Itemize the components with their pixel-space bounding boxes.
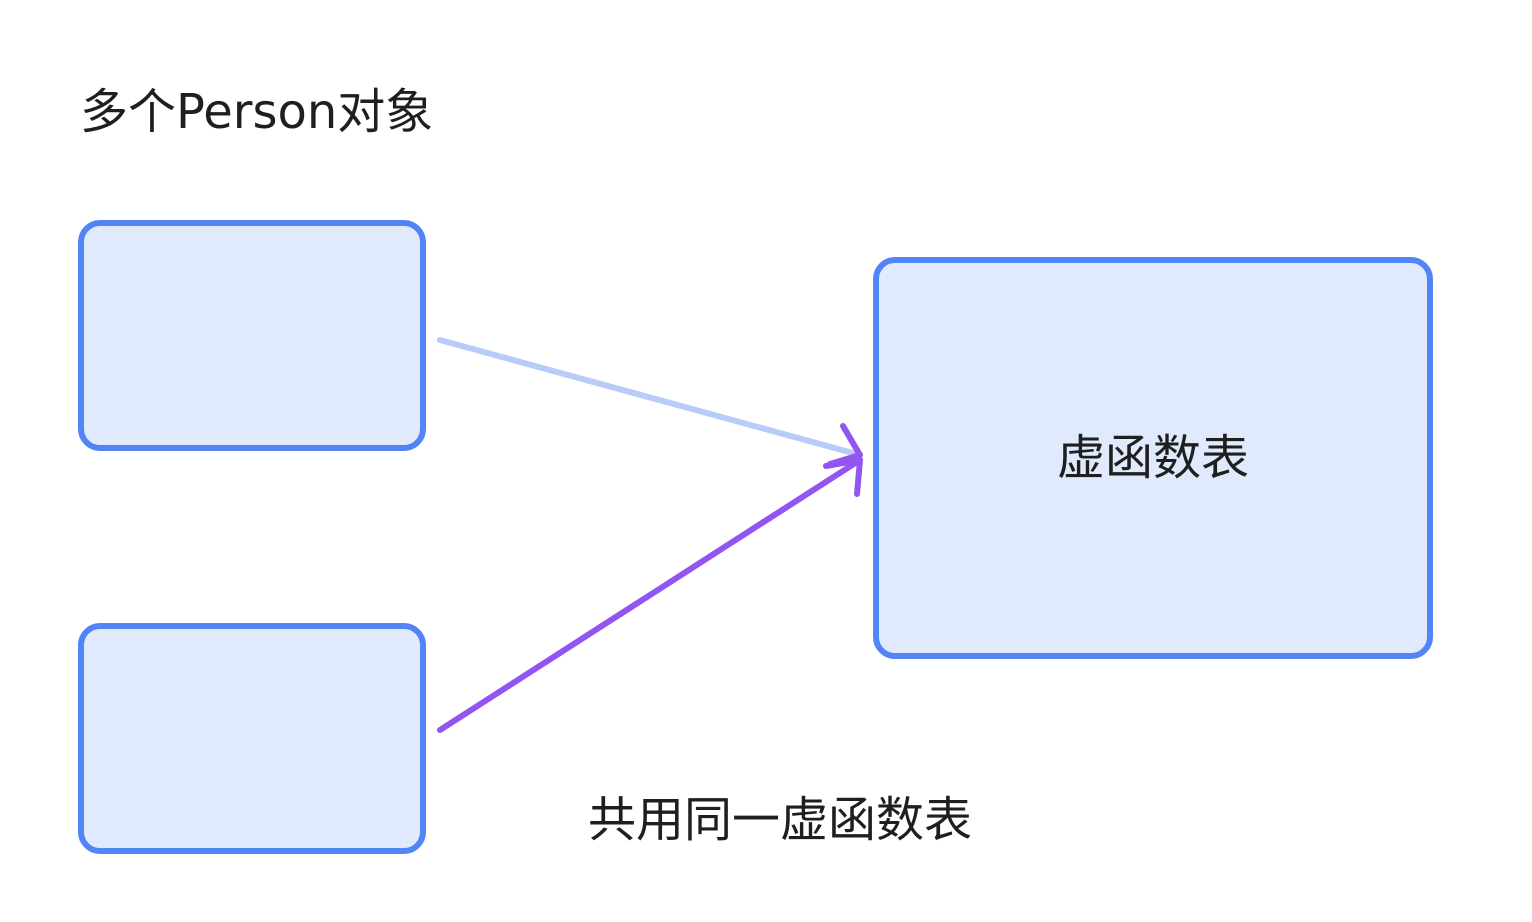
arrowhead-icon xyxy=(823,457,863,497)
person-object-box-2[interactable] xyxy=(78,623,426,854)
person-object-box-1[interactable] xyxy=(78,220,426,451)
arrowhead-icon xyxy=(827,423,863,467)
arrow-obj1-to-vtable[interactable] xyxy=(437,337,863,467)
arrow-obj2-to-vtable[interactable] xyxy=(437,457,863,733)
vtable-label: 虚函数表 xyxy=(1056,430,1249,486)
vtable-box[interactable]: 虚函数表 xyxy=(873,257,1433,659)
diagram-caption: 共用同一虚函数表 xyxy=(588,792,973,848)
diagram-title: 多个Person对象 xyxy=(80,84,434,140)
